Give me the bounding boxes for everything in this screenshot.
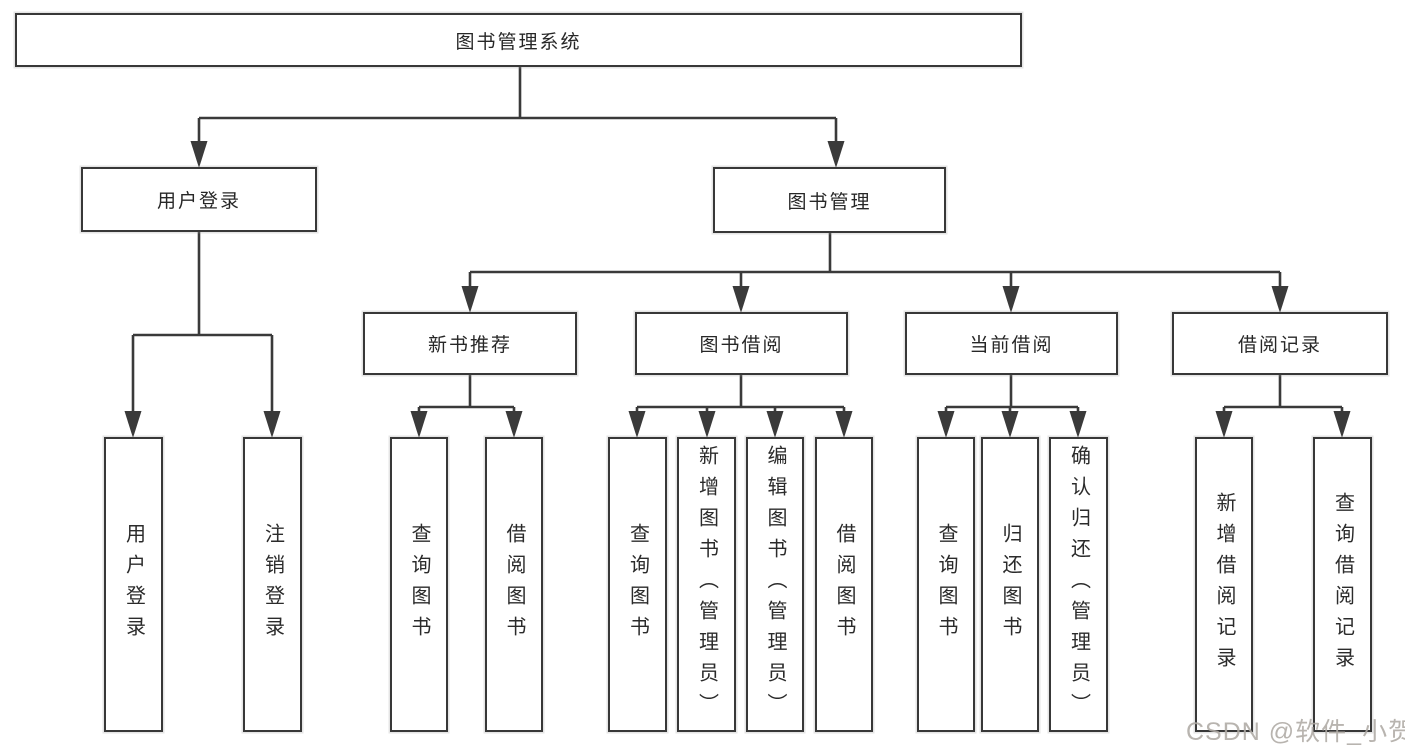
leaf-label: 查询图书 xyxy=(626,522,649,647)
csdn-watermark: CSDN @软件_小贺同学 xyxy=(1186,718,1405,746)
node-root: 图书管理系统 xyxy=(15,13,1022,67)
node-book-mgmt: 图书管理 xyxy=(713,167,946,233)
leaf-confirm-return-admin: 确认归还（管理员） xyxy=(1049,437,1108,732)
leaf-add-borrow-record: 新增借阅记录 xyxy=(1195,437,1253,732)
connector-book-mgmt-to-level2 xyxy=(461,233,1289,313)
connector-root-to-level1 xyxy=(190,67,845,168)
leaf-label: 用户登录 xyxy=(122,522,145,647)
node-book-borrow: 图书借阅 xyxy=(635,312,848,375)
leaf-query-borrow-record: 查询借阅记录 xyxy=(1313,437,1372,732)
leaf-label: 注销登录 xyxy=(261,522,284,647)
leaf-user-login: 用户登录 xyxy=(104,437,163,732)
leaf-return-book: 归还图书 xyxy=(981,437,1039,732)
leaf-query-books-2: 查询图书 xyxy=(608,437,667,732)
leaf-label: 借阅图书 xyxy=(833,522,855,647)
leaf-add-book-admin: 新增图书（管理员） xyxy=(677,437,736,732)
leaf-label: 新增借阅记录 xyxy=(1213,491,1235,678)
leaf-label: 查询图书 xyxy=(408,522,430,647)
leaf-label: 查询图书 xyxy=(935,522,957,647)
leaf-edit-book-admin: 编辑图书（管理员） xyxy=(746,437,804,732)
connector-borrow-records-to-leaves xyxy=(1215,375,1351,438)
node-new-books: 新书推荐 xyxy=(363,312,577,375)
connector-book-borrow-to-leaves xyxy=(628,375,853,438)
leaf-label: 新增图书（管理员） xyxy=(695,445,718,724)
leaf-label: 编辑图书（管理员） xyxy=(764,445,786,724)
connector-new-books-to-leaves xyxy=(410,375,523,438)
leaf-label: 归还图书 xyxy=(999,522,1021,647)
leaf-logout: 注销登录 xyxy=(243,437,302,732)
node-user-login: 用户登录 xyxy=(81,167,317,232)
connector-user-login-to-leaves xyxy=(124,232,281,438)
connector-current-borrow-to-leaves xyxy=(937,375,1087,438)
leaf-label: 确认归还（管理员） xyxy=(1067,445,1090,724)
leaf-query-books-1: 查询图书 xyxy=(390,437,448,732)
leaf-borrow-books-2: 借阅图书 xyxy=(815,437,873,732)
leaf-query-books-3: 查询图书 xyxy=(917,437,975,732)
node-borrow-records: 借阅记录 xyxy=(1172,312,1388,375)
leaf-label: 查询借阅记录 xyxy=(1331,491,1354,678)
leaf-label: 借阅图书 xyxy=(503,522,525,647)
node-current-borrow: 当前借阅 xyxy=(905,312,1118,375)
leaf-borrow-books-1: 借阅图书 xyxy=(485,437,543,732)
